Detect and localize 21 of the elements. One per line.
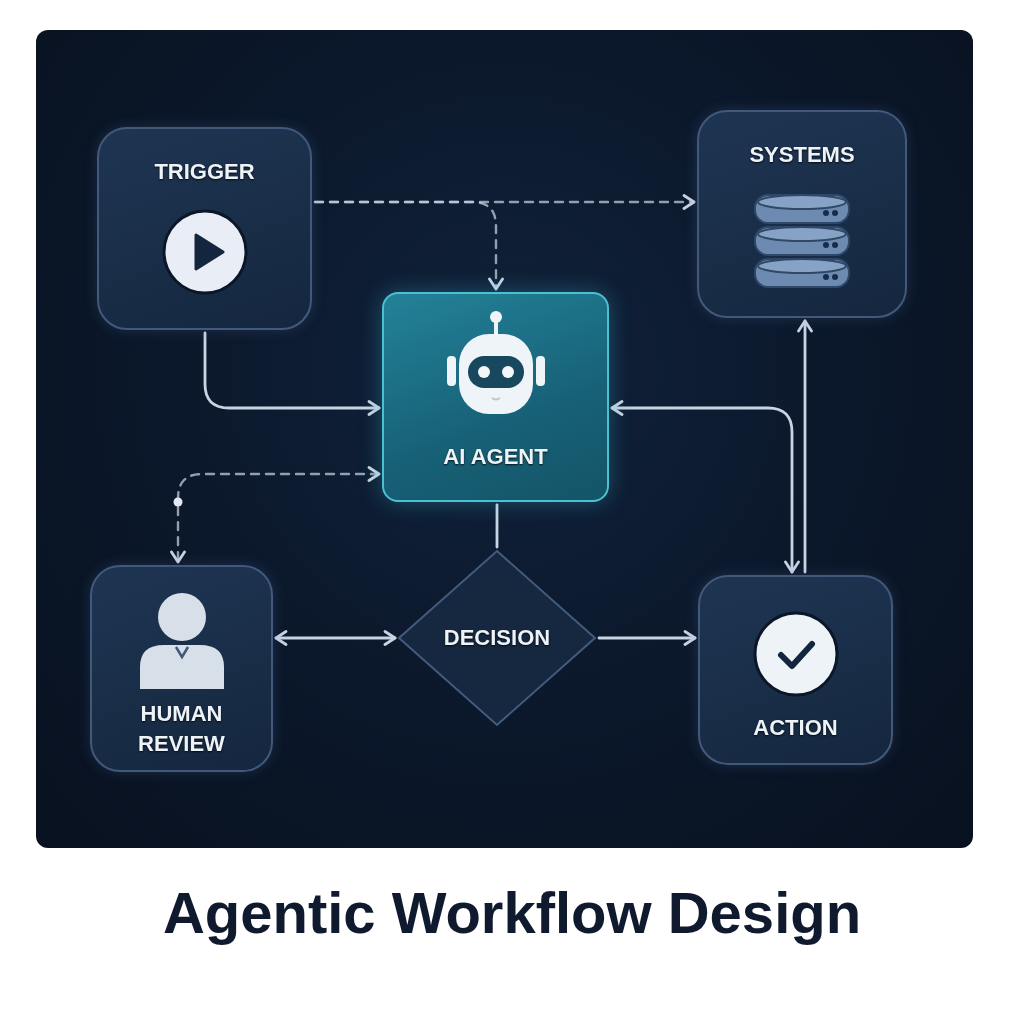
process-box	[698, 575, 893, 765]
node-label: DECISION	[443, 624, 551, 652]
arrow	[170, 466, 381, 564]
arrow	[610, 400, 800, 574]
arrow	[597, 630, 697, 646]
node-label: HUMAN REVIEW	[137, 700, 226, 758]
agent-box	[382, 292, 609, 502]
diagram-title: Agentic Workflow Design	[162, 879, 862, 947]
arrow	[274, 630, 397, 646]
arrow	[797, 319, 813, 574]
arrow	[203, 331, 381, 416]
connector-line	[495, 503, 499, 549]
process-box	[97, 127, 312, 330]
process-box	[90, 565, 273, 772]
node-label: ACTION	[753, 714, 838, 742]
decision-diamond	[398, 550, 596, 726]
node-label: SYSTEMS	[749, 141, 855, 169]
arrow	[313, 200, 504, 291]
process-box	[697, 110, 907, 318]
node-label: TRIGGER	[154, 158, 255, 186]
node-label: AI AGENT	[443, 443, 548, 471]
